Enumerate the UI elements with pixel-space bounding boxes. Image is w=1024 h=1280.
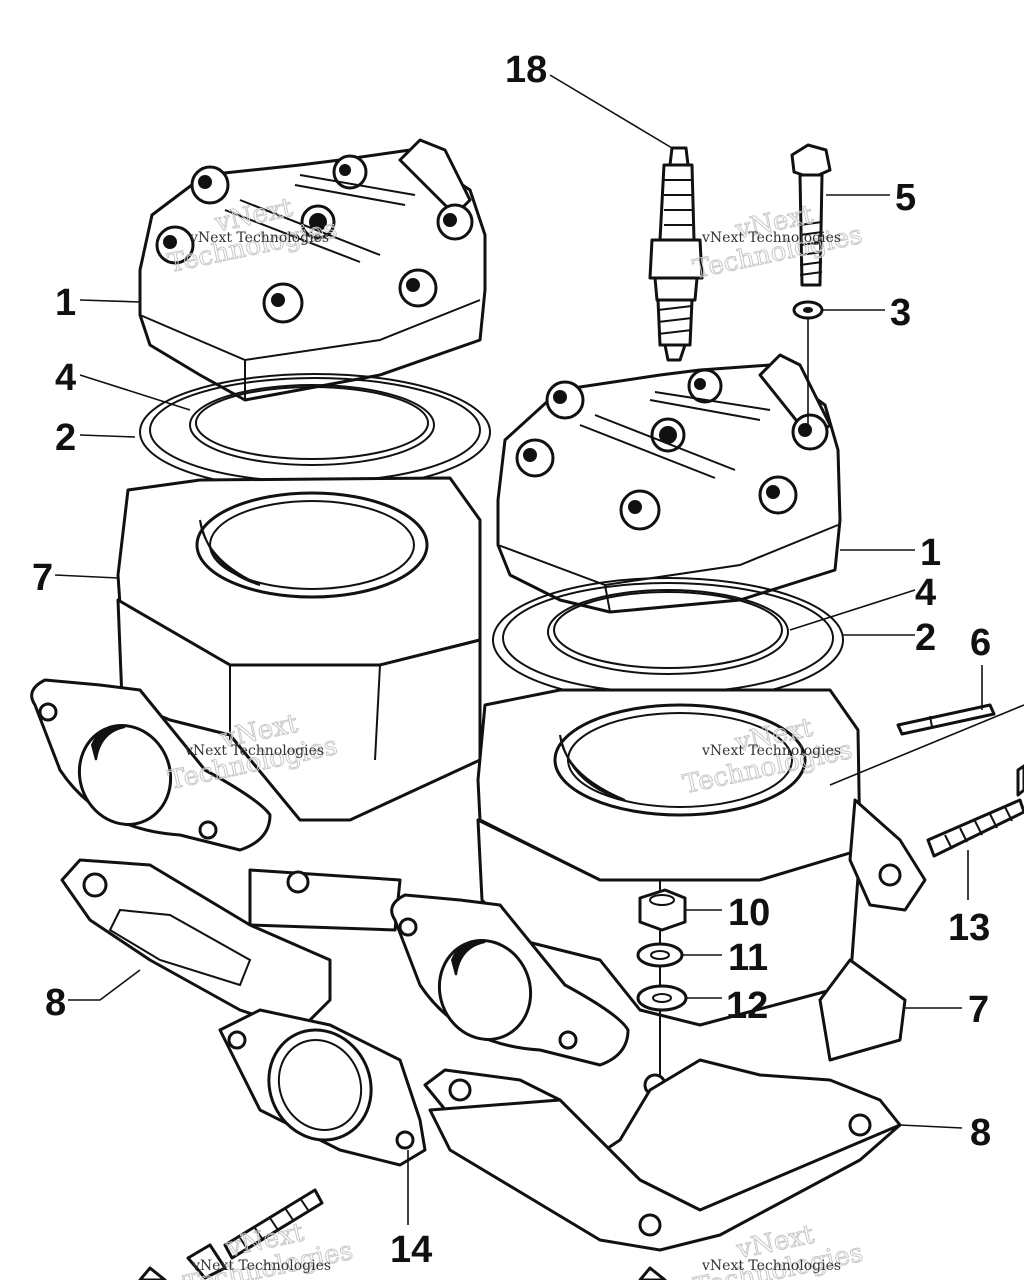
- leader-lines: [54, 74, 1024, 1225]
- callout-2-left: 2: [55, 417, 76, 459]
- callout-12: 12: [726, 985, 768, 1027]
- stud-13: [926, 764, 1024, 858]
- base-gasket-left: [60, 858, 332, 1032]
- stud-bottom-left: [138, 1188, 324, 1280]
- intake-flange-right: [390, 893, 630, 1067]
- watermark-1-text: vNext Technologies: [189, 230, 329, 246]
- callout-10: 10: [728, 892, 770, 934]
- cylinder-head-right: [496, 353, 842, 614]
- left-cylinder-assembly: [30, 138, 491, 1280]
- callout-6: 6: [970, 622, 991, 664]
- flat-washer-12: [636, 984, 688, 1012]
- watermark-6-text: vNext Technologies: [701, 1258, 841, 1274]
- callout-11: 11: [728, 937, 768, 979]
- callout-2-right: 2: [915, 617, 936, 659]
- watermark-4-text: vNext Technologies: [701, 743, 841, 759]
- exhaust-flange: [218, 1008, 427, 1167]
- spark-plug: [648, 146, 704, 362]
- intake-flange-left: [30, 678, 272, 852]
- callout-4-left: 4: [55, 357, 76, 399]
- callout-7-right: 7: [968, 989, 989, 1031]
- watermark-2-text: vNext Technologies: [701, 230, 841, 246]
- watermark-3-text: vNext Technologies: [184, 743, 324, 759]
- dowel-pin: [896, 703, 996, 736]
- callout-5: 5: [895, 177, 916, 219]
- callout-7-left: 7: [32, 557, 53, 599]
- washer-3: [792, 300, 824, 320]
- head-bolt: [790, 143, 832, 287]
- cylinder-head-left: [138, 138, 487, 402]
- callout-1-right: 1: [920, 532, 941, 574]
- callout-13: 13: [948, 907, 990, 949]
- callout-8-right: 8: [970, 1112, 991, 1154]
- head-gaskets-left: [139, 373, 491, 491]
- cylinder-block-left: [116, 476, 482, 932]
- callout-labels: 18 5 3 1 4 2 7 1 4 2 6 13 10 11 12 7 8 8…: [32, 49, 991, 1271]
- callout-14: 14: [390, 1229, 432, 1271]
- head-gaskets-right: [492, 577, 844, 703]
- callout-3: 3: [890, 292, 911, 334]
- right-cylinder-assembly: [390, 353, 927, 1280]
- lock-washer-11: [636, 942, 684, 968]
- callout-8-left: 8: [45, 982, 66, 1024]
- callout-18: 18: [505, 49, 547, 91]
- base-gasket-right: [423, 1058, 902, 1280]
- callout-1-left: 1: [55, 282, 76, 324]
- nut-10: [638, 888, 687, 932]
- callout-4-right: 4: [915, 572, 936, 614]
- watermark-5-text: vNext Technologies: [191, 1258, 331, 1274]
